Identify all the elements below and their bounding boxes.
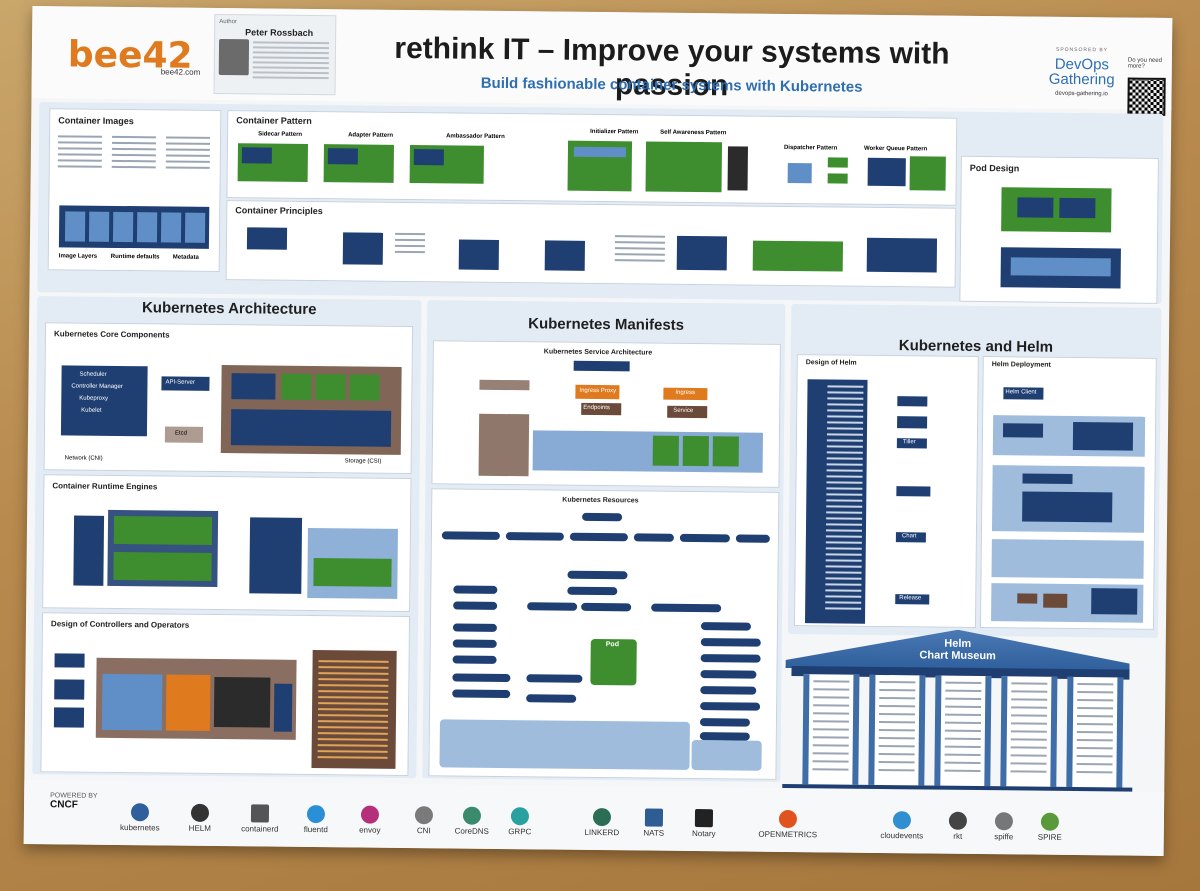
dispatcher-label: Dispatcher Pattern [783, 144, 838, 152]
helm-deploy-title: Helm Deployment [991, 361, 1051, 369]
design-helm-box: Design of Helm Tiller Chart Release [793, 354, 979, 628]
openmetrics-logo: OPENMETRICS [758, 809, 818, 840]
cloudevents-logo: cloudevents [872, 811, 932, 841]
kubeproxy-label: Kubeproxy [79, 395, 109, 402]
poster-header: bee42 bee42.com Author Peter Rossbach re… [31, 6, 1173, 116]
pod-design-title: Pod Design [969, 162, 1020, 174]
containerd-icon [250, 804, 270, 823]
qr-prompt: Do you need more? [1127, 57, 1162, 70]
sponsor-label: SPONSORED BY [1055, 46, 1109, 54]
bee42-logo: bee42 bee42.com [56, 16, 207, 92]
container-images-title: Container Images [58, 115, 134, 127]
storage-csi-label: Storage (CSI) [344, 458, 382, 465]
ingress-proxy-label: Ingress Proxy [579, 387, 617, 395]
fluentd-logo: fluentd [286, 804, 346, 835]
cncf-logo: POWERED BY CNCF [50, 792, 98, 810]
runtime-engines-title: Container Runtime Engines [52, 481, 158, 492]
ambassador-label: Ambassador Pattern [446, 133, 505, 141]
metadata-label: Metadata [172, 254, 199, 261]
logo-url: bee42.com [160, 67, 201, 77]
containerd-logo: containerd [230, 804, 290, 834]
container-principles-title: Container Principles [235, 205, 323, 217]
image-layers-label: Image Layers [58, 253, 98, 260]
resources-box: Kubernetes Resources Pod [428, 488, 780, 780]
resources-title: Kubernetes Resources [562, 496, 639, 505]
tiller-label: Tiller [902, 439, 916, 446]
initializer-label: Initializer Pattern [590, 128, 639, 136]
sponsor-name: DevOps Gathering [1048, 55, 1115, 89]
service-label: Service [673, 407, 694, 414]
author-label: Author [219, 19, 237, 26]
notary-icon [694, 809, 714, 828]
cloudevents-icon [892, 811, 912, 830]
sponsor-block: SPONSORED BY DevOps Gathering devops-gat… [1042, 47, 1123, 98]
container-pattern-box: Container Pattern Sidecar Pattern Adapte… [226, 110, 958, 206]
envoy-logo: envoy [340, 805, 400, 835]
helm-deploy-box: Helm Deployment Helm Client [979, 356, 1157, 630]
ingress-label: Ingress [675, 389, 696, 397]
cncf-label: CNCF [49, 799, 78, 811]
envoy-icon [360, 805, 380, 824]
notary-logo: Notary [674, 809, 734, 839]
linkerd-icon [592, 807, 612, 827]
kubernetes-logo: kubernetes [110, 803, 170, 833]
author-name: Peter Rossbach [245, 27, 314, 38]
openmetrics-icon [778, 809, 798, 829]
helm-logo: HELM [170, 803, 230, 834]
coredns-icon [462, 806, 482, 825]
release-label: Release [899, 595, 922, 602]
poster: bee42 bee42.com Author Peter Rossbach re… [23, 6, 1173, 856]
k8s-core-title: Kubernetes Core Components [53, 329, 170, 340]
spire-icon [1040, 812, 1060, 831]
controllers-box: Design of Controllers and Operators [40, 612, 411, 777]
chart-label: Chart [901, 533, 917, 540]
sidecar-label: Sidecar Pattern [258, 131, 303, 138]
cni-icon [414, 806, 434, 825]
service-arch-box: Kubernetes Service Architecture Ingress … [431, 340, 781, 488]
sponsor-site: devops-gathering.io [1055, 90, 1108, 98]
helm-client-label: Helm Client [1005, 389, 1037, 396]
endpoints-label: Endpoints [583, 404, 610, 412]
container-images-box: Container Images Image Layers Runtime de… [47, 108, 222, 273]
kubelet-label: Kubelet [81, 407, 102, 414]
network-cni-label: Network (CNI) [64, 455, 103, 462]
runtime-defaults-label: Runtime defaults [110, 253, 160, 261]
etcd-label: Etcd [174, 430, 187, 437]
design-helm-title: Design of Helm [805, 359, 857, 367]
service-arch-title: Kubernetes Service Architecture [543, 348, 653, 357]
spire-logo: SPIRE [1020, 812, 1080, 842]
controllers-title: Design of Controllers and Operators [50, 619, 190, 630]
scheduler-label: Scheduler [79, 371, 107, 378]
author-card: Author Peter Rossbach [213, 13, 337, 96]
api-server-label: API-Server [165, 379, 195, 386]
worker-queue-label: Worker Queue Pattern [863, 145, 928, 153]
helm-icon [190, 803, 210, 822]
pod-design-box: Pod Design [959, 155, 1159, 304]
fluentd-icon [306, 804, 326, 824]
kubernetes-icon [130, 803, 150, 822]
container-pattern-title: Container Pattern [236, 115, 312, 126]
grpc-icon [510, 807, 530, 826]
qr-code-icon [1127, 77, 1166, 116]
nats-icon [644, 808, 664, 827]
author-bio [252, 41, 330, 82]
spiffe-icon [994, 812, 1014, 831]
self-awareness-label: Self Awareness Pattern [660, 129, 727, 137]
grpc-logo: GRPC [490, 807, 550, 837]
runtime-engines-box: Container Runtime Engines [42, 474, 412, 613]
rkt-icon [948, 811, 968, 830]
k8s-core-box: Kubernetes Core Components Scheduler Con… [43, 322, 414, 475]
adapter-label: Adapter Pattern [348, 132, 394, 139]
author-photo [218, 39, 250, 76]
controller-manager-label: Controller Manager [71, 383, 123, 391]
pod-label: Pod [605, 641, 620, 649]
container-principles-box: Container Principles [225, 200, 957, 288]
